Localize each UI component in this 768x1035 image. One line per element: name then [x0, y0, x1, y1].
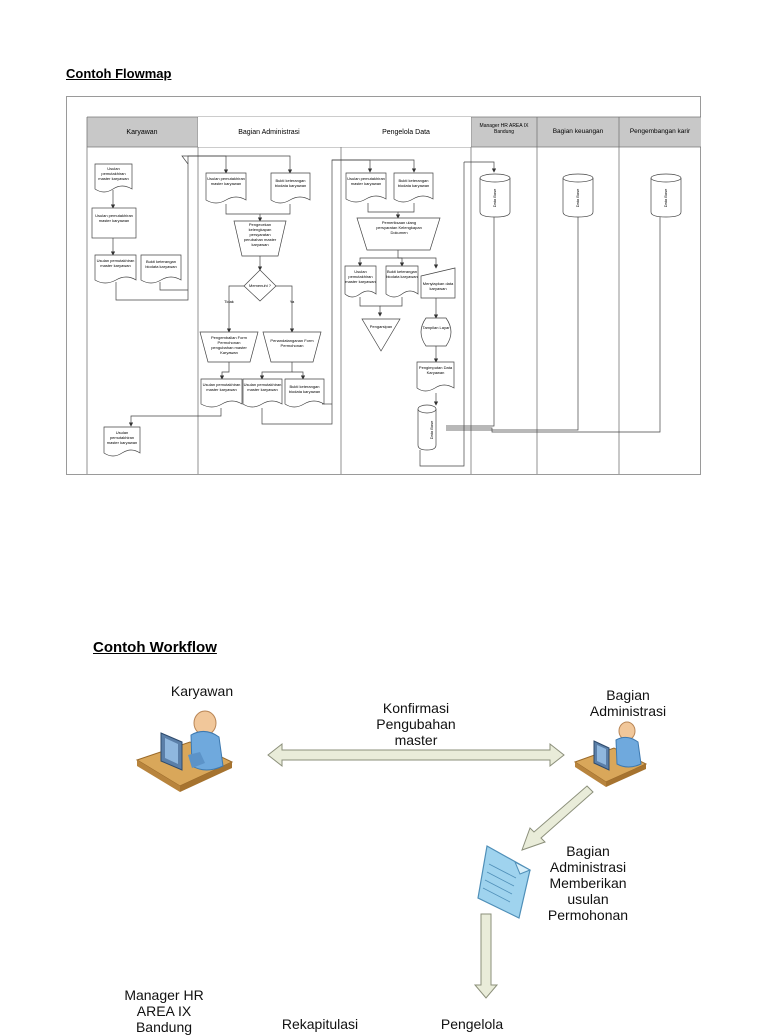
- doc-p5: [416, 361, 455, 392]
- label-a3: Usulan pemutakhiran master karyawan: [202, 382, 241, 392]
- label-a-diamond: Memenuhi ?: [249, 283, 272, 288]
- doc-a2: [270, 172, 311, 204]
- label-usulan-line2: Administrasi: [549, 859, 627, 875]
- label-a-trap1: Pengecekan kelengkapan persyaratan perub…: [243, 222, 277, 247]
- diamond-a: [243, 269, 277, 302]
- label-p2: Bukti keterangan biodata karyawan: [397, 178, 430, 188]
- label-manager-line3: Bandung: [135, 1019, 193, 1035]
- label-p1: Usulan pemutakhiran master karyawan: [347, 176, 385, 186]
- db-manager: [479, 173, 511, 218]
- doc-a3: [200, 378, 243, 408]
- admin-computer-icon: [573, 721, 648, 787]
- lane-label-administrasi: Bagian Administrasi: [238, 129, 300, 136]
- workflow-title: Contoh Workflow: [93, 639, 217, 656]
- workflow-diagram: [135, 710, 648, 999]
- label-admin: Bagian Administrasi: [578, 687, 678, 719]
- label-karyawan: Karyawan: [170, 683, 234, 699]
- doc-p1: [345, 172, 387, 203]
- doc-p4: [385, 265, 419, 298]
- label-konfirmasi-line3: master: [394, 732, 438, 748]
- label-a-no: Tidak: [224, 299, 234, 304]
- doc-k4: [140, 254, 182, 284]
- label-p3: Usulan pemutakhiran master karyawan: [345, 269, 376, 284]
- label-k4: Bukti keterangan biodata karyawan: [145, 259, 177, 269]
- doc-p3: [344, 265, 377, 298]
- label-admin-usulan: Bagian Administrasi Memberikan usulan Pe…: [536, 843, 640, 923]
- doc-k1: [94, 163, 133, 193]
- down-arrow: [473, 913, 499, 999]
- label-a-trap2: Pengembalian Form Permohonan pengubahan …: [210, 335, 248, 355]
- label-p4: Bukti keterangan biodata karyawan: [386, 269, 418, 279]
- label-konfirmasi-line2: Pengubahan: [376, 716, 456, 732]
- manual-p: [420, 267, 456, 299]
- label-p-tri: Pengarsipan: [370, 324, 392, 329]
- label-admin-line1: Bagian: [606, 687, 650, 703]
- label-usulan-line4: usulan: [567, 891, 609, 907]
- trap-a2: [199, 331, 259, 363]
- lane-label-keuangan: Bagian keuangan: [553, 128, 604, 135]
- label-p-manual: Menyiapkan data karyawan: [422, 281, 454, 291]
- triangle-p: [361, 318, 401, 352]
- document-icon: [477, 845, 532, 919]
- label-usulan-line1: Bagian: [566, 843, 610, 859]
- label-a1: Usulan pemutakhiran master karyawan: [207, 176, 245, 186]
- db-p: [417, 404, 437, 451]
- doc-p2: [393, 172, 434, 203]
- lane-header-admin-bg: [198, 117, 341, 147]
- lane-label-pengelola: Pengelola Data: [382, 129, 430, 136]
- trap-a1: [233, 220, 287, 257]
- trap-p1: [356, 217, 441, 251]
- lane-label-manager: Manager HR AREA IX Bandung: [479, 123, 529, 135]
- label-p-trap1: Pemeriksaan ulang persyaratan Kelengkapa…: [376, 220, 422, 235]
- label-p-db: Data Base: [429, 420, 434, 439]
- label-p5: Pengimputan Data Karyawan: [418, 365, 453, 375]
- label-k1: Usulan pemutakhiran master karyawan: [98, 166, 129, 181]
- doc-a4: [242, 378, 283, 408]
- label-a-yes: Ya: [290, 299, 295, 304]
- flowmap-diagram: Karyawan Bagian Administrasi Pengelola D…: [86, 116, 701, 474]
- flow-lines: [110, 155, 661, 467]
- doc-k3: [94, 254, 137, 284]
- label-b-db: Data Base: [575, 188, 580, 207]
- karyawan-computer-icon: [135, 710, 234, 792]
- label-a2: Bukti keterangan biodata karyawan: [274, 178, 307, 188]
- db-karir: [650, 173, 682, 218]
- diagonal-arrow: [521, 785, 594, 851]
- label-m-db: Data Base: [492, 188, 497, 207]
- label-admin-line2: Administrasi: [589, 703, 667, 719]
- lane-header-pengelola-bg: [341, 117, 471, 147]
- trap-a3: [262, 331, 322, 363]
- flowmap-title: Contoh Flowmap: [66, 66, 172, 81]
- label-a-trap3: Penandatanganan Form Permohonan: [270, 338, 314, 348]
- db-keuangan: [562, 173, 594, 218]
- label-k5: Usulan pemutakhiran master karyawan: [106, 430, 138, 445]
- doc-a5: [284, 378, 325, 408]
- display-p: [420, 317, 452, 347]
- label-pengelola: Pengelola: [440, 1016, 504, 1032]
- label-manager: Manager HR AREA IX Bandung: [112, 987, 216, 1035]
- lane-label-karyawan: Karyawan: [126, 129, 157, 136]
- doc-k2: [91, 207, 137, 239]
- label-a5: Bukti keterangan biodata karyawan: [288, 384, 321, 394]
- doc-a1: [205, 172, 247, 204]
- lane-label-manager-wrap: Manager HR AREA IX Bandung: [479, 123, 529, 135]
- label-konfirmasi: Konfirmasi Pengubahan master: [360, 700, 472, 748]
- label-manager-line2: AREA IX: [136, 1003, 192, 1019]
- flowmap-frame: [66, 96, 701, 475]
- label-rekap: Rekapitulasi: [281, 1016, 359, 1032]
- doc-k5: [103, 426, 141, 457]
- double-arrow: [267, 742, 565, 768]
- label-a4: Usulan pemutakhiran master karyawan: [243, 382, 282, 392]
- label-c-db: Data Base: [663, 188, 668, 207]
- label-konfirmasi-line1: Konfirmasi: [382, 700, 450, 716]
- label-p-display: Tampilan Layar: [422, 325, 450, 330]
- label-k3: Usulan pemutakhiran master karyawan: [96, 258, 135, 268]
- lane-label-karir: Pengembangan karir: [630, 128, 691, 135]
- label-manager-line1: Manager HR: [124, 987, 204, 1003]
- label-usulan-line5: Permohonan: [547, 907, 629, 923]
- label-k2: Usulan pemutakhiran master karyawan: [95, 213, 133, 223]
- label-usulan-line3: Memberikan: [549, 875, 627, 891]
